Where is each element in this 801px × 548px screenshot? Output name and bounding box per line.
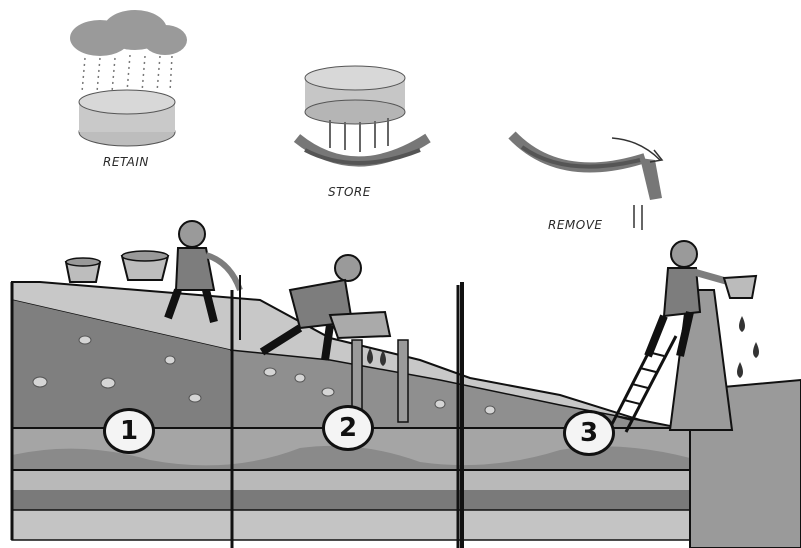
sponge-icon bbox=[297, 66, 428, 163]
bucket-icon bbox=[66, 258, 100, 282]
ladder-icon bbox=[610, 330, 676, 432]
sponge-icon bbox=[79, 90, 175, 146]
zone-1-marker: 1 bbox=[103, 408, 155, 454]
water-drop-icon bbox=[739, 316, 745, 332]
bottom-layer bbox=[12, 510, 690, 540]
zone-3-marker: 3 bbox=[563, 410, 615, 456]
retain-label: RETAIN bbox=[103, 155, 149, 169]
remove-label: REMOVE bbox=[548, 218, 603, 232]
store-trough bbox=[297, 138, 428, 162]
deep-layer-dark bbox=[12, 490, 690, 510]
remove-trough-icon bbox=[512, 135, 662, 230]
bucket-icon bbox=[122, 251, 168, 280]
zone-2-marker: 2 bbox=[322, 405, 374, 451]
rain-cloud-icon bbox=[70, 10, 187, 92]
store-label: STORE bbox=[328, 185, 371, 199]
